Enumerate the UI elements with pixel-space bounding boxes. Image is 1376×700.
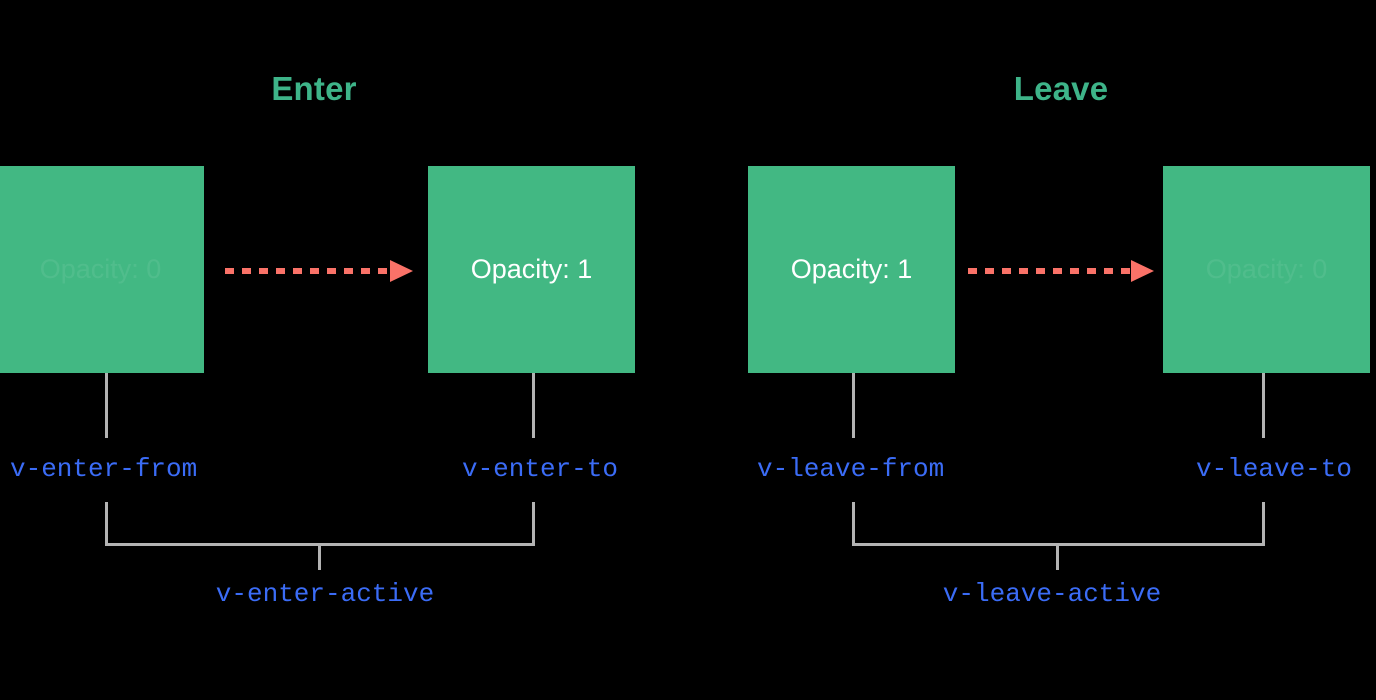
bracket-left-arm-enter <box>105 502 108 546</box>
connector-stub-leave-to <box>1262 373 1265 438</box>
bracket-left-arm-leave <box>852 502 855 546</box>
class-label-v-leave-active: v-leave-active <box>942 579 1162 609</box>
bracket-right-arm-enter <box>532 502 535 546</box>
class-label-v-leave-from: v-leave-from <box>757 454 945 484</box>
arrow-dashes-icon <box>225 268 391 274</box>
state-box-enter-to: Opacity: 1 <box>428 166 635 373</box>
class-label-v-enter-from: v-enter-from <box>10 454 198 484</box>
connector-stub-enter-to <box>532 373 535 438</box>
transition-arrow-enter <box>225 260 413 282</box>
arrow-dashes-icon <box>968 268 1132 274</box>
class-label-v-enter-active: v-enter-active <box>215 579 435 609</box>
state-box-leave-from: Opacity: 1 <box>748 166 955 373</box>
arrow-head-icon <box>1131 260 1154 282</box>
connector-stub-enter-from <box>105 373 108 438</box>
bracket-stem-enter <box>318 543 321 570</box>
state-box-label-leave-to: Opacity: 0 <box>1205 254 1328 284</box>
state-box-enter-from: Opacity: 0 <box>0 166 204 373</box>
section-title-leave: Leave <box>1013 70 1109 107</box>
state-box-label-enter-to: Opacity: 1 <box>470 254 593 284</box>
transition-arrow-leave <box>968 260 1154 282</box>
bracket-right-arm-leave <box>1262 502 1265 546</box>
section-title-enter: Enter <box>271 70 357 107</box>
class-label-v-leave-to: v-leave-to <box>1195 454 1352 484</box>
state-box-leave-to: Opacity: 0 <box>1163 166 1370 373</box>
bracket-stem-leave <box>1056 543 1059 570</box>
arrow-head-icon <box>390 260 413 282</box>
class-label-v-enter-to: v-enter-to <box>461 454 618 484</box>
state-box-label-leave-from: Opacity: 1 <box>790 254 913 284</box>
connector-stub-leave-from <box>852 373 855 438</box>
state-box-label-enter-from: Opacity: 0 <box>39 254 162 284</box>
